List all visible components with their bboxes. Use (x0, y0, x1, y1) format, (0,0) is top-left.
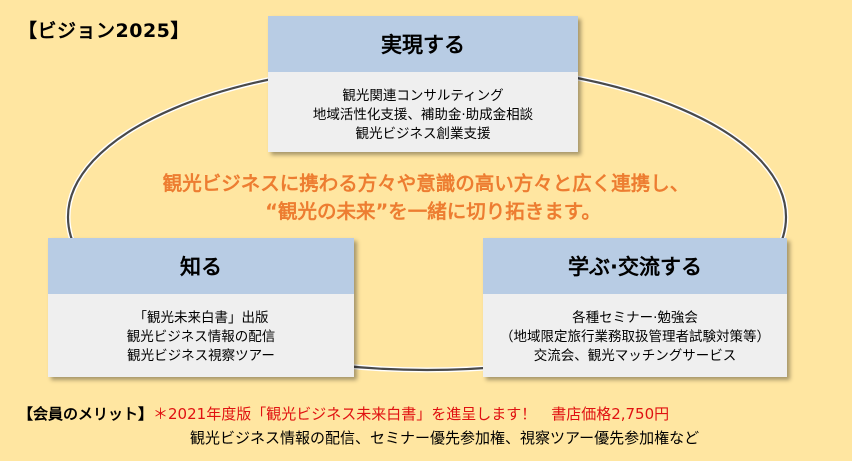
vision-title: 【ビジョン2025】 (18, 20, 190, 42)
know-heading: 知る (48, 238, 354, 294)
tagline-line-1: 観光ビジネスに携わる方々や意識の高い方々と広く連携し、 (162, 172, 690, 195)
learn-exchange-item: 交流会、観光マッチングサービス (533, 348, 737, 364)
merit-highlight: ＊2021年度版「観光ビジネス未来白書」を進呈します！ 書店価格2,750円 (153, 405, 670, 423)
realize-item: 観光関連コンサルティング (342, 88, 504, 104)
know-item: 観光ビジネス情報の配信 (126, 329, 276, 345)
merit-detail: 観光ビジネス情報の配信、セミナー優先参加権、視察ツアー優先参加権など (190, 429, 700, 447)
know-item: 観光ビジネス視察ツアー (127, 348, 275, 364)
know-box: 知る 「観光未来白書」出版 観光ビジネス情報の配信 観光ビジネス視察ツアー (48, 238, 354, 377)
realize-body: 観光関連コンサルティング 地域活性化支援、補助金·助成金相談 観光ビジネス創業支… (268, 72, 578, 144)
realize-item: 観光ビジネス創業支援 (355, 126, 491, 142)
learn-exchange-body: 各種セミナー·勉強会 （地域限定旅行業務取扱管理者試験対策等） 交流会、観光マッ… (483, 294, 787, 366)
realize-box: 実現する 観光関連コンサルティング 地域活性化支援、補助金·助成金相談 観光ビジ… (268, 16, 578, 152)
realize-item: 地域活性化支援、補助金·助成金相談 (312, 107, 534, 123)
learn-exchange-box: 学ぶ·交流する 各種セミナー·勉強会 （地域限定旅行業務取扱管理者試験対策等） … (483, 238, 787, 377)
know-item: 「観光未来白書」出版 (133, 310, 269, 326)
learn-exchange-item: （地域限定旅行業務取扱管理者試験対策等） (500, 329, 770, 345)
merit-label: 【会員のメリット】 (18, 405, 154, 423)
member-merit: 【会員のメリット】＊2021年度版「観光ビジネス未来白書」を進呈します！ 書店価… (18, 404, 669, 425)
tagline: 観光ビジネスに携わる方々や意識の高い方々と広く連携し、 “観光の未来”を一緒に切… (0, 170, 852, 226)
learn-exchange-heading: 学ぶ·交流する (483, 238, 787, 294)
know-body: 「観光未来白書」出版 観光ビジネス情報の配信 観光ビジネス視察ツアー (48, 294, 354, 366)
realize-heading: 実現する (268, 16, 578, 72)
learn-exchange-item: 各種セミナー·勉強会 (572, 310, 698, 326)
tagline-line-2: “観光の未来”を一緒に切り拓きます。 (265, 200, 601, 223)
